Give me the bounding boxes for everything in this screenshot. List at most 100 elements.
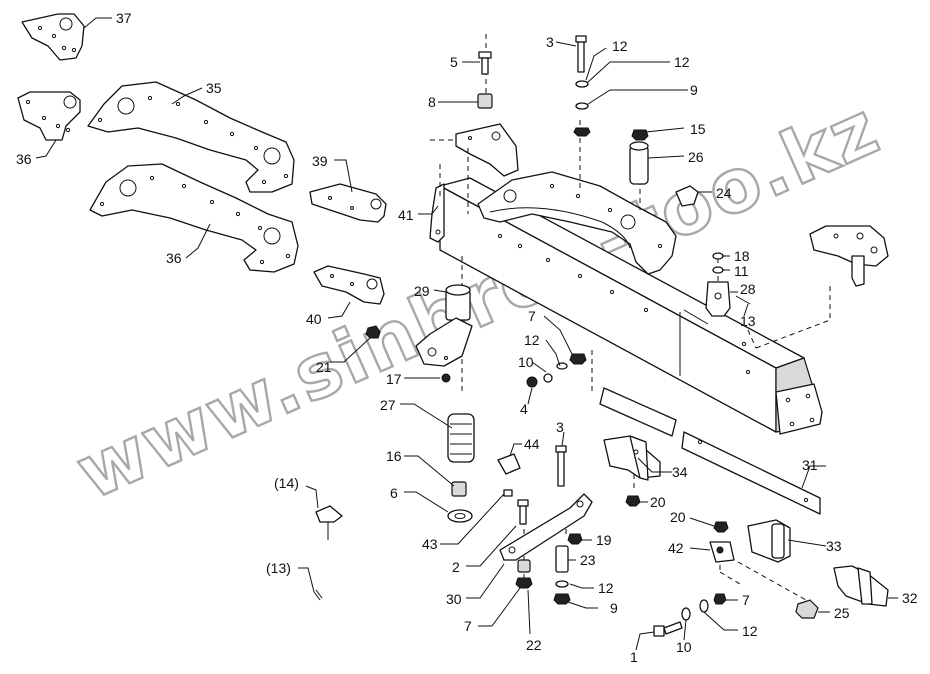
label-40: 40 — [306, 311, 322, 327]
bracket-32 — [833, 565, 889, 607]
bolt-4 — [526, 362, 568, 388]
label-11: 11 — [734, 263, 749, 279]
label-21: 21 — [316, 359, 332, 375]
nut-25 — [795, 599, 819, 619]
bushing-29 — [445, 284, 471, 321]
label-18: 18 — [734, 248, 750, 264]
bushing-16 — [451, 481, 467, 497]
label-12-d: 12 — [598, 580, 614, 596]
nut-20-left — [625, 495, 641, 507]
leader-lines — [35, 17, 898, 651]
plate-36-small — [17, 91, 81, 141]
bracket-34 — [603, 435, 661, 481]
sleeve-26 — [629, 141, 649, 185]
spacer-23 — [555, 545, 569, 573]
label-28: 28 — [740, 281, 756, 297]
nut-15 — [631, 129, 649, 141]
bracket-42 — [709, 541, 735, 563]
label-9-top: 9 — [690, 82, 698, 98]
label-10-a: 10 — [518, 354, 534, 370]
bolt-1 — [653, 621, 683, 637]
label-33: 33 — [826, 538, 842, 554]
bar-31 — [681, 431, 821, 515]
label-17: 17 — [386, 371, 402, 387]
label-7-b: 7 — [464, 618, 472, 634]
right-bracket-plate — [809, 225, 889, 287]
plate-37 — [21, 13, 85, 61]
label-15: 15 — [690, 121, 706, 137]
label-24: 24 — [716, 185, 732, 201]
label-20-a: 20 — [650, 494, 666, 510]
label-12-a: 12 — [612, 38, 628, 54]
label-6: 6 — [390, 485, 398, 501]
label-39: 39 — [312, 153, 328, 169]
bracket-33 — [747, 519, 791, 563]
label-19: 19 — [596, 532, 612, 548]
label-2: 2 — [452, 559, 460, 575]
upper-bracket — [455, 123, 519, 177]
bushing-8 — [477, 93, 493, 109]
label-5: 5 — [450, 54, 458, 70]
spring-27 — [447, 413, 475, 463]
label-34: 34 — [672, 464, 688, 480]
label-23: 23 — [580, 552, 596, 568]
label-36-a: 36 — [16, 151, 32, 167]
label-27: 27 — [380, 397, 396, 413]
washer-6 — [447, 509, 473, 523]
label-10-b: 10 — [676, 639, 692, 655]
label-26: 26 — [688, 149, 704, 165]
label-44: 44 — [524, 436, 540, 452]
hanger-28-stack — [705, 252, 751, 317]
lever-arm-30 — [499, 493, 593, 561]
fitting-24 — [675, 185, 699, 207]
nut-7-middle — [569, 353, 587, 365]
label-3-lower: 3 — [556, 419, 564, 435]
nut-19 — [567, 533, 583, 545]
label-31: 31 — [802, 457, 818, 473]
label-12-e: 12 — [742, 623, 758, 639]
nut-7-bottom — [713, 593, 727, 605]
part-number-labels: 37 35 36 36 39 40 5 8 3 12 12 9 15 26 24… — [16, 10, 918, 665]
label-7-a: 7 — [528, 308, 536, 324]
plate-39 — [309, 183, 387, 223]
label-12-b: 12 — [674, 54, 690, 70]
label-3-top: 3 — [546, 34, 554, 50]
label-13: 13 — [740, 313, 756, 329]
label-41: 41 — [398, 207, 414, 223]
washer-10-bottom — [681, 607, 691, 621]
label-7-c: 7 — [742, 592, 750, 608]
bar-plate-upper — [599, 387, 677, 437]
label-32: 32 — [902, 590, 918, 606]
part-14 — [315, 505, 343, 540]
bolt-2 — [517, 499, 529, 525]
label-36-b: 36 — [166, 250, 182, 266]
label-20-b: 20 — [670, 509, 686, 525]
label-25: 25 — [834, 605, 850, 621]
washers-12-9-top — [573, 80, 591, 137]
nut-20-right — [713, 521, 729, 533]
label-30: 30 — [446, 591, 462, 607]
nut-22-stack — [515, 559, 533, 589]
washer-12-bottom — [699, 599, 709, 613]
nut-21 — [365, 325, 381, 339]
label-1: 1 — [630, 649, 638, 665]
label-12-c: 12 — [524, 332, 540, 348]
plate-35 — [87, 81, 295, 193]
bracket-41 — [429, 183, 445, 243]
top-mount-plate — [477, 171, 677, 275]
label-43: 43 — [422, 536, 438, 552]
label-22: 22 — [526, 637, 542, 653]
bolt-17 — [441, 373, 451, 383]
part-13-pin — [313, 589, 323, 601]
plate-40 — [313, 265, 385, 305]
label-4: 4 — [520, 401, 528, 417]
plate-36-large — [89, 163, 299, 273]
bolt-5 — [478, 51, 492, 75]
pin-43 — [503, 489, 513, 497]
washers-12-9-lower — [553, 580, 571, 605]
bolt-3-lower — [555, 445, 567, 487]
label-8: 8 — [428, 94, 436, 110]
bolt-3-top — [575, 35, 587, 73]
